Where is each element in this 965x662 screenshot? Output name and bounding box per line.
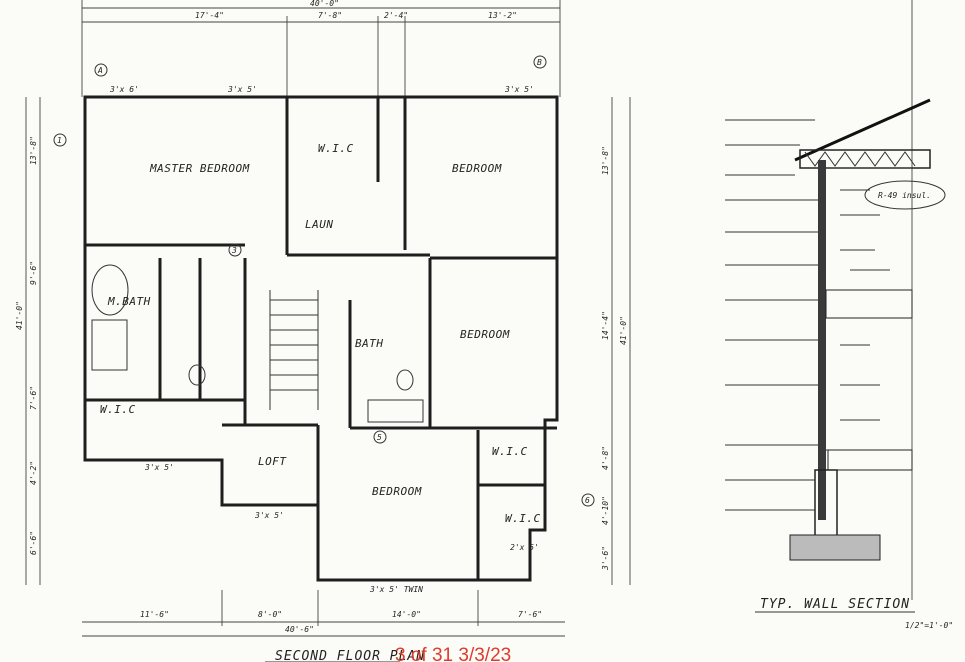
- room-label: LOFT: [258, 455, 287, 468]
- room-label: M.BATH: [107, 295, 151, 308]
- dim-text: 41'-0": [619, 316, 628, 345]
- dim-text: 13'-8": [29, 136, 38, 165]
- dim-text: 3'-6": [601, 546, 610, 571]
- dim-text: 2'-4": [384, 11, 408, 20]
- room-label: BEDROOM: [460, 328, 510, 341]
- dim-text: 40'-6": [285, 625, 314, 634]
- side-dimensions: 13'-8" 9'-6" 7'-6" 4'-2" 6'-6" 41'-0" 13…: [15, 97, 631, 585]
- grid-marker: B: [537, 58, 542, 67]
- section-scale: 1/2"=1'-0": [905, 621, 953, 630]
- top-dimensions: 40'-0" 17'-4" 7'-8" 2'-4" 13'-2": [81, 0, 561, 97]
- dim-text: 11'-6": [140, 610, 169, 619]
- room-label: W.I.C: [492, 445, 528, 458]
- dim-text: 7'-8": [318, 11, 342, 20]
- room-label: LAUN: [305, 218, 334, 231]
- room-label: W.I.C: [318, 142, 354, 155]
- grid-marker: 1: [57, 136, 62, 145]
- grid-marker: 6: [585, 496, 590, 505]
- window-label: 3'x 5': [144, 463, 174, 472]
- window-label: 2'x 5': [510, 543, 539, 552]
- dim-text: 41'-0": [15, 301, 24, 330]
- dim-text: 14'-4": [601, 311, 610, 340]
- page-stamp: 3 of 31 3/3/23: [395, 645, 511, 662]
- plan-title: SECOND FLOOR PLAN: [275, 649, 425, 662]
- dim-text: 4'-10": [601, 496, 610, 525]
- room-label: W.I.C: [100, 403, 136, 416]
- window-label: 3'x 6': [109, 85, 139, 94]
- room-label: W.I.C: [505, 512, 541, 525]
- dim-text: 9'-6": [29, 261, 38, 285]
- dim-text: 7'-6": [518, 610, 542, 619]
- room-label: BATH: [355, 337, 384, 350]
- dim-text: 13'-2": [488, 11, 517, 20]
- dim-text: 17'-4": [195, 11, 224, 20]
- dim-text: 13'-8": [601, 146, 610, 175]
- grid-marker: 5: [377, 433, 382, 442]
- section-title: TYP. WALL SECTION: [760, 597, 910, 612]
- dim-text: 8'-0": [258, 610, 282, 619]
- room-labels: MASTER BEDROOM W.I.C LAUN BEDROOM M.BATH…: [100, 142, 541, 525]
- window-labels: 3'x 6' 3'x 5' 3'x 5' 3'x 5' 3'x 5' 2'x 5…: [109, 85, 539, 594]
- interior-walls: [85, 97, 557, 580]
- dim-text: 7'-6": [29, 386, 38, 410]
- insulation-note: R-49 insul.: [878, 191, 931, 200]
- window-label: 3'x 5': [227, 85, 257, 94]
- room-label: BEDROOM: [452, 162, 502, 175]
- window-label: 3'x 5': [504, 85, 534, 94]
- dim-text: 40'-0": [310, 0, 339, 8]
- bottom-dimensions: 11'-6" 8'-0" 14'-0" 7'-6" 40'-6": [82, 590, 565, 637]
- exterior-walls: [83, 95, 559, 582]
- dim-text: 4'-2": [29, 461, 38, 485]
- dim-text: 14'-0": [392, 610, 421, 619]
- window-label: 3'x 5' TWIN: [369, 585, 423, 594]
- window-label: 3'x 5': [254, 511, 284, 520]
- room-label: BEDROOM: [372, 485, 422, 498]
- grid-marker: A: [97, 66, 103, 75]
- grid-marker: 3: [231, 246, 237, 255]
- grid-markers: A B 1 3 5 6: [53, 55, 595, 507]
- room-label: MASTER BEDROOM: [149, 162, 250, 175]
- dim-text: 6'-6": [29, 531, 38, 555]
- wall-section-detail: R-49 insul. TYP. WALL SECTION 1/2"=1'-0": [725, 0, 953, 630]
- dim-text: 4'-8": [601, 446, 610, 470]
